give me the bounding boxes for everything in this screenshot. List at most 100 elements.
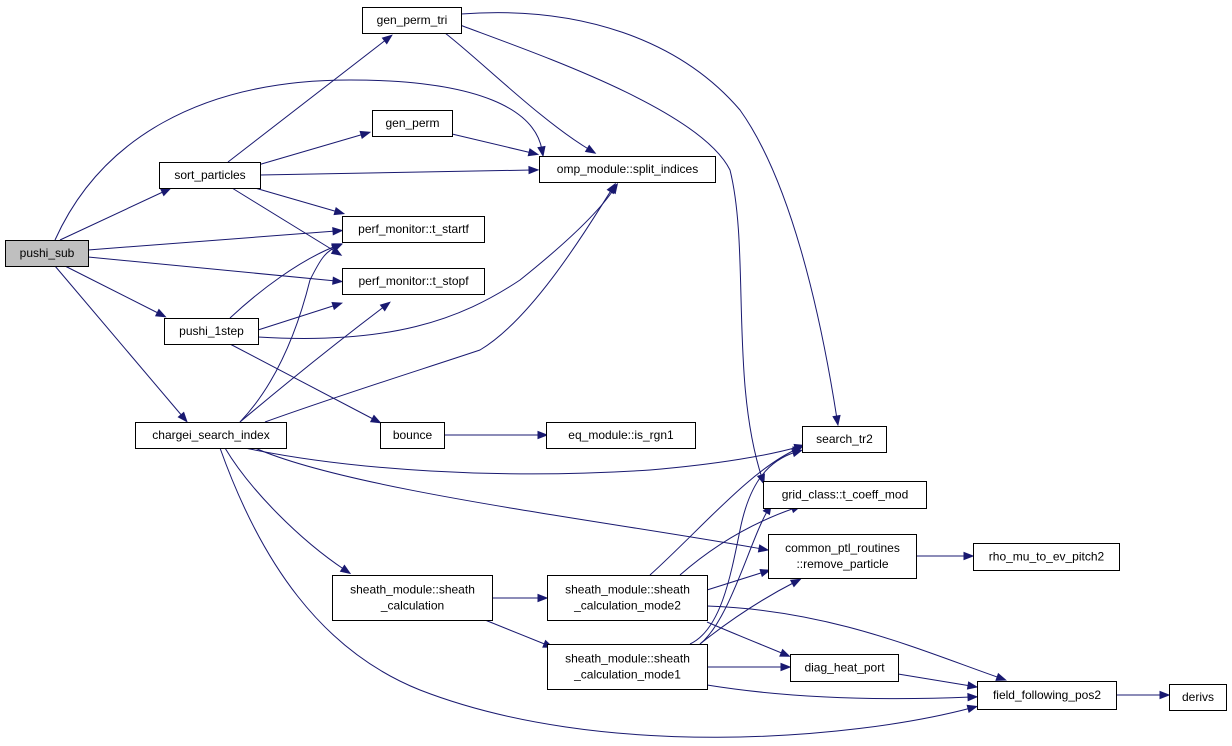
node-box[interactable] xyxy=(135,422,287,449)
edge-diag_heat_port-to-field_following_pos2 xyxy=(897,673,979,690)
node-label: rho_mu_to_ev_pitch2 xyxy=(989,550,1105,564)
edge-gen_perm_tri-to-search_tr2 xyxy=(460,12,841,427)
arrowhead xyxy=(331,243,343,253)
arrowhead xyxy=(966,681,979,690)
node-box[interactable] xyxy=(1169,684,1227,711)
node-label: bounce xyxy=(393,428,433,442)
node-gen_perm[interactable]: gen_perm xyxy=(372,110,453,137)
node-box[interactable] xyxy=(380,422,445,449)
node-diag_heat_port[interactable]: diag_heat_port xyxy=(790,654,899,682)
arrowhead xyxy=(537,430,549,440)
edge-chargei-to-t_stopf xyxy=(239,301,391,423)
edge-sheath_mode1-to-diag_heat_port xyxy=(707,662,792,672)
arrowhead xyxy=(963,551,975,561)
edge-chargei-to-remove_particle xyxy=(254,447,770,553)
node-box[interactable] xyxy=(977,681,1117,710)
function-nodes: pushi_sub sort_particles gen_perm_tri gen_p… xyxy=(5,7,1227,711)
arrowhead xyxy=(832,414,841,427)
arrowhead xyxy=(369,414,382,424)
edge-pushi_sub-to-t_stopf xyxy=(87,256,344,285)
edge-chargei-to-t_startf xyxy=(239,243,343,423)
node-t_stopf[interactable]: perf_monitor::t_stopf xyxy=(342,268,485,295)
arrowhead xyxy=(381,34,393,45)
edge-pushi_1step-to-t_stopf xyxy=(257,302,344,331)
node-label: _calculation_mode2 xyxy=(573,599,681,613)
node-label: chargei_search_index xyxy=(152,428,269,442)
node-pushi_sub[interactable]: pushi_sub xyxy=(5,240,89,267)
node-label: derivs xyxy=(1182,690,1214,704)
node-t_coeff_mod[interactable]: grid_class::t_coeff_mod xyxy=(763,481,927,509)
edge-chargei-to-split_indices xyxy=(264,182,616,423)
node-box[interactable] xyxy=(768,534,917,579)
node-pushi_1step[interactable]: pushi_1step xyxy=(164,318,259,345)
edge-sort_particles-to-t_stopf xyxy=(231,187,343,256)
arrowhead xyxy=(160,187,172,197)
node-sheath_calc[interactable]: sheath_module::sheath_calculation xyxy=(332,575,493,621)
arrowhead xyxy=(1159,690,1171,700)
node-box[interactable] xyxy=(159,162,261,189)
node-box[interactable] xyxy=(539,156,716,183)
node-field_following_pos2[interactable]: field_following_pos2 xyxy=(977,681,1117,710)
node-box[interactable] xyxy=(332,575,493,621)
edge-pushi_sub-to-chargei xyxy=(54,265,188,423)
node-box[interactable] xyxy=(164,318,259,345)
edge-field_following_pos2-to-derivs xyxy=(1116,690,1171,700)
node-box[interactable] xyxy=(973,543,1120,571)
node-box[interactable] xyxy=(362,7,462,34)
edge-pushi_1step-to-split_indices xyxy=(257,182,619,339)
arrowhead xyxy=(966,704,979,713)
node-label: omp_module::split_indices xyxy=(557,162,698,176)
node-gen_perm_tri[interactable]: gen_perm_tri xyxy=(362,7,462,34)
arrowhead xyxy=(537,145,546,158)
node-box[interactable] xyxy=(372,110,453,137)
node-split_indices[interactable]: omp_module::split_indices xyxy=(539,156,716,183)
node-rho_mu[interactable]: rho_mu_to_ev_pitch2 xyxy=(973,543,1120,571)
node-label: _calculation_mode1 xyxy=(573,668,681,682)
node-box[interactable] xyxy=(802,426,887,453)
node-search_tr2[interactable]: search_tr2 xyxy=(802,426,887,453)
node-box[interactable] xyxy=(5,240,89,267)
node-sheath_mode1[interactable]: sheath_module::sheath_calculation_mode1 xyxy=(547,644,708,690)
arrowhead xyxy=(967,692,979,702)
node-label: ::remove_particle xyxy=(796,557,888,571)
node-box[interactable] xyxy=(547,644,708,690)
node-is_rgn1[interactable]: eq_module::is_rgn1 xyxy=(546,422,696,449)
arrowhead xyxy=(528,165,540,175)
node-box[interactable] xyxy=(790,654,899,682)
edge-sheath_mode1-to-search_tr2 xyxy=(689,448,804,645)
node-box[interactable] xyxy=(342,216,485,243)
edge-bounce-to-is_rgn1 xyxy=(444,430,549,440)
edge-sort_particles-to-gen_perm xyxy=(257,130,372,166)
node-derivs[interactable]: derivs xyxy=(1169,684,1227,711)
node-label: _calculation xyxy=(380,599,444,613)
node-box[interactable] xyxy=(546,422,696,449)
node-bounce[interactable]: bounce xyxy=(380,422,445,449)
node-t_startf[interactable]: perf_monitor::t_startf xyxy=(342,216,485,243)
node-sort_particles[interactable]: sort_particles xyxy=(159,162,261,189)
arrowhead xyxy=(339,564,352,575)
node-label: diag_heat_port xyxy=(804,661,885,675)
arrowhead xyxy=(606,182,616,195)
edge-sort_particles-to-gen_perm_tri xyxy=(227,34,393,163)
node-label: sheath_module::sheath xyxy=(565,652,690,666)
node-label: gen_perm xyxy=(385,116,439,130)
node-label: sheath_module::sheath xyxy=(565,583,690,597)
node-sheath_mode2[interactable]: sheath_module::sheath_calculation_mode2 xyxy=(547,575,708,621)
arrowhead xyxy=(332,276,344,285)
edge-remove_particle-to-rho_mu xyxy=(916,551,975,561)
arrowhead xyxy=(333,206,346,216)
edge-chargei-to-sheath_calc xyxy=(224,447,352,575)
node-remove_particle[interactable]: common_ptl_routines::remove_particle xyxy=(768,534,917,579)
call-edges xyxy=(54,12,1171,738)
edge-sheath_mode1-to-remove_particle xyxy=(699,578,802,645)
edge-chargei-to-search_tr2 xyxy=(244,443,806,475)
edge-gen_perm_tri-to-t_coeff_mod xyxy=(459,24,765,486)
edge-chargei-to-field_following_pos2 xyxy=(219,447,979,738)
node-box[interactable] xyxy=(763,481,927,509)
arrowhead xyxy=(177,411,188,423)
arrowhead xyxy=(759,569,772,578)
node-box[interactable] xyxy=(547,575,708,621)
node-box[interactable] xyxy=(342,268,485,295)
node-chargei[interactable]: chargei_search_index xyxy=(135,422,287,449)
arrowhead xyxy=(154,308,167,318)
